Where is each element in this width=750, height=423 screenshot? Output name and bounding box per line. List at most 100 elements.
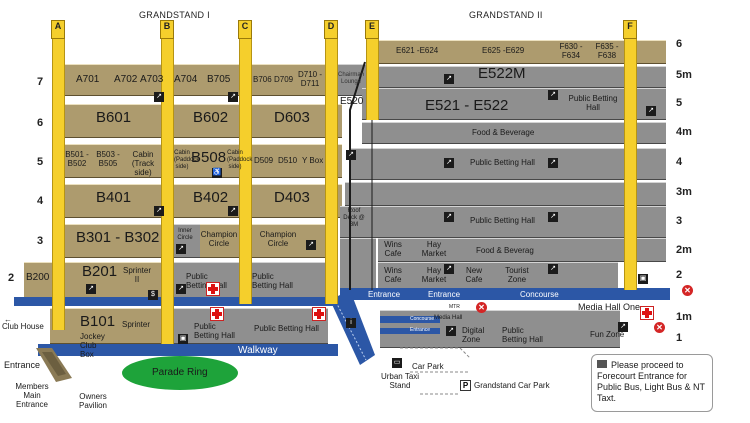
restroom-icon: ♿ <box>212 168 222 178</box>
club-house-label[interactable]: Club House <box>2 322 44 331</box>
media-hall-one-label: Media Hall One <box>578 302 641 312</box>
room-sprinter: Sprinter <box>122 320 151 329</box>
room-a701: A701 <box>76 74 100 85</box>
atm-icon: $ <box>148 290 158 300</box>
gs1-floor-6 <box>52 104 342 138</box>
lift-d-shaft <box>325 34 338 304</box>
floor-r-5: 5 <box>676 97 683 109</box>
room-chairman: Chairman Lounge <box>337 72 364 85</box>
room-pbh1a: Public Betting Hall <box>194 322 235 340</box>
lift-b-marker[interactable]: B <box>160 20 174 39</box>
gs1-floor-5 <box>52 144 342 178</box>
gs1-concourse <box>14 297 334 306</box>
walkway <box>38 344 338 356</box>
entrance-left-label[interactable]: Entrance <box>4 360 41 370</box>
escalator-icon-19: ↗ <box>446 326 456 336</box>
gs1-floor-3-tan <box>52 224 170 258</box>
room-b705: B705 <box>207 74 231 85</box>
room-hay-market: Hay Market <box>421 240 447 258</box>
lift-c-marker[interactable]: C <box>238 20 252 39</box>
room-pbh5: Public Betting Hall <box>568 94 618 112</box>
mtr-label: MTR <box>449 304 460 310</box>
lift-a-shaft <box>52 34 65 330</box>
escalator-icon-3: ↗ <box>154 206 164 216</box>
lift-e-marker[interactable]: E <box>365 20 379 39</box>
club-house-arrow-icon: ← <box>4 315 12 324</box>
room-pbh4: Public Betting Hall <box>470 158 535 167</box>
room-b501: B501 - B502 <box>65 150 89 168</box>
lift-e-shaft <box>366 34 379 120</box>
parking-p-icon: P <box>460 380 471 391</box>
exit-icon-3: ✕ <box>476 302 487 313</box>
car-park-label[interactable]: Car Park <box>412 362 444 371</box>
gs2-floor-2 <box>378 262 618 290</box>
parade-ring-label: Parade Ring <box>152 367 208 378</box>
gs2-floor-3m <box>345 182 666 206</box>
room-pbh2b: Public Betting Hall <box>252 272 293 290</box>
gs2-floor-2m <box>378 238 666 262</box>
escalator-icon-18: ↗ <box>548 264 558 274</box>
room-digital-zone: Digital Zone <box>462 326 485 344</box>
grandstand-1-title: GRANDSTAND I <box>139 10 210 20</box>
gs1-floor-4 <box>52 184 342 218</box>
lift-a-marker[interactable]: A <box>51 20 65 39</box>
room-b503: B503 - B505 <box>96 150 120 168</box>
escalator-icon-15: ↗ <box>444 212 454 222</box>
floor-r-4: 4 <box>676 156 683 168</box>
escalator-icon-11: ↗ <box>548 90 558 100</box>
gs2-floor-6 <box>370 40 666 64</box>
floor-4-label: 4 <box>37 195 44 207</box>
exit-icon-2: ✕ <box>654 322 665 333</box>
escalator-icon-12: ↗ <box>646 106 656 116</box>
room-d510: D510 <box>278 156 298 165</box>
lift-icon-small: ▣ <box>178 334 188 344</box>
room-b200: B200 <box>26 272 50 283</box>
room-d710: D710 - D711 <box>298 70 323 88</box>
entrance-small-label: Entrance <box>410 327 431 333</box>
entrance-label-2: Entrance <box>428 290 461 299</box>
room-d709: D709 <box>274 75 294 84</box>
floor-r-3m: 3m <box>676 186 692 198</box>
room-d603: D603 <box>274 109 310 126</box>
room-jockey-club-box: Jockey Club Box <box>80 332 105 359</box>
room-pbh1b: Public Betting Hall <box>254 324 319 333</box>
room-wins-cafe: Wins Cafe <box>384 240 402 258</box>
room-f630: F630 - F634 <box>559 42 583 60</box>
first-aid-icon-4 <box>640 306 654 320</box>
gs2-floor-5 <box>362 88 666 120</box>
room-a703: A703 <box>140 74 164 85</box>
owners-pavilion-label[interactable]: Owners Pavilion <box>78 392 107 410</box>
lift-f-marker[interactable]: F <box>623 20 637 39</box>
lift-c-shaft <box>239 34 252 304</box>
exit-icon: ✕ <box>682 285 693 296</box>
room-cabin-track: Cabin (Track side) <box>131 150 155 177</box>
entrance-label-1: Entrance <box>368 290 401 299</box>
escalator-icon-14: ↗ <box>548 158 558 168</box>
room-b101: B101 <box>80 313 116 330</box>
floor-r-2m: 2m <box>676 244 692 256</box>
entrance-small <box>380 328 440 334</box>
room-d403: D403 <box>274 189 310 206</box>
room-b301: B301 - B302 <box>76 229 160 246</box>
members-entrance-label[interactable]: Members Main Entrance <box>15 382 49 409</box>
taxi-icon: ▭ <box>392 358 402 368</box>
room-roof-deck: Roof Deck @ 3M <box>343 208 365 228</box>
room-fun-zone: Fun Zone <box>590 330 625 339</box>
room-e520: E520 <box>340 96 364 107</box>
room-champion2: Champion Circle <box>259 230 297 248</box>
lift-d-marker[interactable]: D <box>324 20 338 39</box>
floor-2-label: 2 <box>8 272 15 284</box>
room-pbh1c: Public Betting Hall <box>502 326 543 344</box>
escalator-icon-6: ↗ <box>306 240 316 250</box>
grandstand-car-park-label[interactable]: Grandstand Car Park <box>474 381 550 390</box>
urban-taxi-label[interactable]: Urban Taxi Stand <box>380 372 420 390</box>
escalator-icon-8: ↗ <box>176 284 186 294</box>
first-aid-icon <box>206 282 220 296</box>
gs2-floor-4m <box>362 122 666 144</box>
gs2-concourse <box>340 288 670 300</box>
bus-icon <box>597 360 607 368</box>
walkway-label: Walkway <box>238 345 278 356</box>
escalator-icon-20: ↗ <box>618 322 628 332</box>
room-e521: E521 - E522 <box>425 97 509 114</box>
grandstand-2-title: GRANDSTAND II <box>469 10 543 20</box>
